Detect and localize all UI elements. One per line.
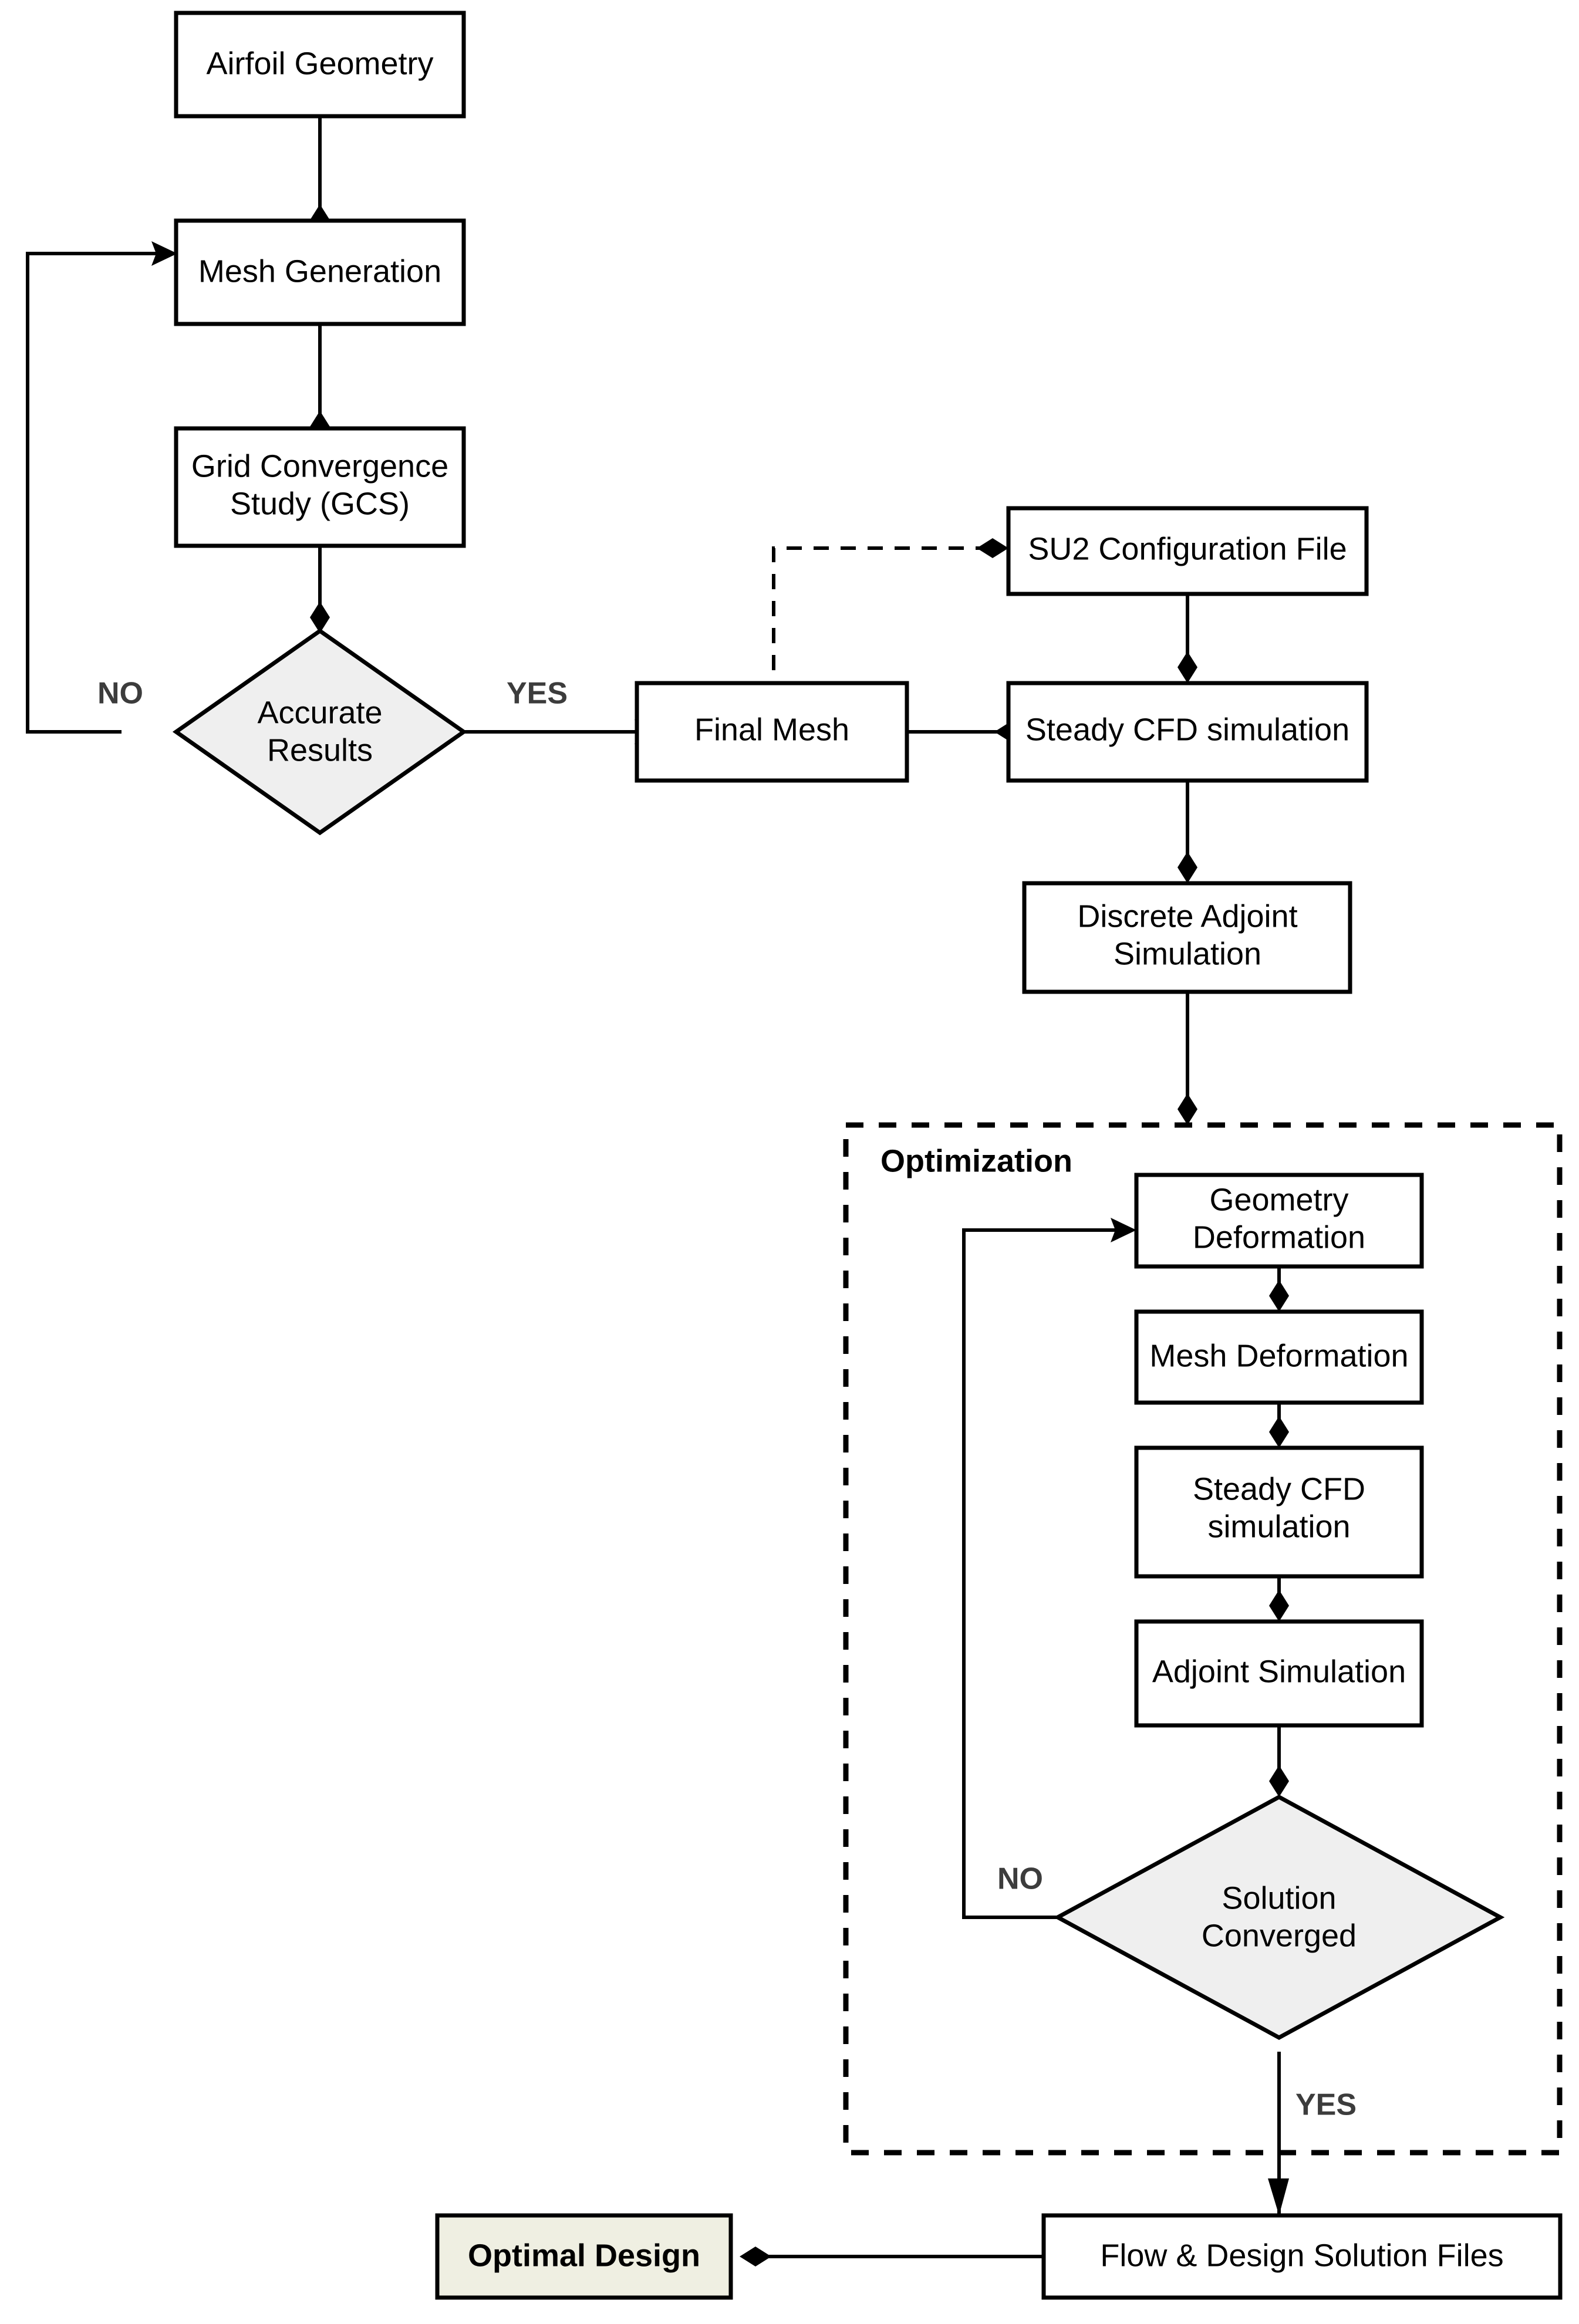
node-mesh-generation-label: Mesh Generation <box>198 254 441 289</box>
node-flow-design-solution-files[interactable]: Flow & Design Solution Files <box>1041 2213 1563 2300</box>
node-final-mesh-label: Final Mesh <box>694 712 849 747</box>
node-accurate-results[interactable]: Accurate Results <box>172 628 468 836</box>
node-accurate-results-label-line2: Results <box>267 732 373 768</box>
node-accurate-results-label-line1: Accurate <box>257 695 382 730</box>
edge-mesh-to-gcs <box>310 324 330 442</box>
node-geometry-deformation-label-line2: Deformation <box>1193 1220 1365 1255</box>
node-mesh-deformation-label: Mesh Deformation <box>1149 1338 1408 1373</box>
node-grid-convergence-study-label-line2: Study (GCS) <box>230 486 410 521</box>
edge-discrete-adjoint-to-optimization <box>1177 992 1197 1125</box>
edge-converged-yes-to-flow-files <box>1268 2052 1289 2215</box>
edge-converged-no-loop <box>962 1218 1136 1919</box>
node-su2-configuration-file[interactable]: SU2 Configuration File <box>1006 506 1369 596</box>
node-steady-cfd-simulation-label: Steady CFD simulation <box>1025 712 1349 747</box>
node-geometry-deformation-label-line1: Geometry <box>1209 1182 1348 1217</box>
node-mesh-deformation[interactable]: Mesh Deformation <box>1134 1309 1424 1405</box>
node-grid-convergence-study[interactable]: Grid Convergence Study (GCS) <box>174 426 466 548</box>
edge-su2-config-to-steady-cfd <box>1177 594 1197 683</box>
edge-label-converged-yes: YES <box>1295 2088 1357 2122</box>
node-solution-converged-label-line1: Solution <box>1222 1880 1336 1916</box>
node-final-mesh[interactable]: Final Mesh <box>635 681 909 783</box>
node-flow-design-solution-files-label: Flow & Design Solution Files <box>1100 2238 1503 2273</box>
edge-airfoil-to-mesh <box>310 116 330 236</box>
edge-steady-cfd-to-discrete-adjoint <box>1177 781 1197 883</box>
node-airfoil-geometry[interactable]: Airfoil Geometry <box>174 11 466 119</box>
edge-label-accurate-yes: YES <box>507 677 568 711</box>
node-opt-steady-cfd-simulation-label-line1: Steady CFD <box>1193 1471 1365 1506</box>
edge-gcs-to-accurate <box>310 546 330 633</box>
edge-accurate-no-loop <box>26 241 177 734</box>
edge-flow-files-to-optimal-design <box>740 2247 1044 2266</box>
node-optimal-design-label: Optimal Design <box>468 2238 700 2273</box>
node-discrete-adjoint-simulation[interactable]: Discrete Adjoint Simulation <box>1022 881 1352 994</box>
node-opt-steady-cfd-simulation[interactable]: Steady CFD simulation <box>1134 1445 1424 1579</box>
node-airfoil-geometry-label: Airfoil Geometry <box>206 46 433 81</box>
node-optimal-design[interactable]: Optimal Design <box>435 2213 733 2300</box>
node-su2-configuration-file-label: SU2 Configuration File <box>1028 531 1347 566</box>
node-grid-convergence-study-label-line1: Grid Convergence <box>191 448 448 484</box>
node-mesh-generation[interactable]: Mesh Generation <box>174 218 466 326</box>
node-solution-converged[interactable]: Solution Converged <box>1053 1795 1505 2040</box>
node-steady-cfd-simulation[interactable]: Steady CFD simulation <box>1006 681 1369 783</box>
edge-mesh-deformation-to-opt-cfd <box>1269 1403 1289 1448</box>
node-discrete-adjoint-simulation-label-line1: Discrete Adjoint <box>1077 898 1297 934</box>
edge-adjoint-to-converged <box>1269 1725 1289 1797</box>
node-solution-converged-label-line2: Converged <box>1202 1918 1357 1953</box>
edge-su2-config-dashed-to-final-mesh <box>772 538 1008 683</box>
node-opt-steady-cfd-simulation-label-line2: simulation <box>1207 1509 1350 1544</box>
node-adjoint-simulation[interactable]: Adjoint Simulation <box>1134 1619 1424 1728</box>
optimization-group-label: Optimization <box>880 1143 1072 1178</box>
node-adjoint-simulation-label: Adjoint Simulation <box>1152 1654 1406 1689</box>
edge-opt-cfd-to-adjoint <box>1269 1576 1289 1622</box>
node-discrete-adjoint-simulation-label-line2: Simulation <box>1114 936 1261 971</box>
edge-geometry-to-mesh-deformation <box>1269 1266 1289 1312</box>
edge-label-converged-no: NO <box>997 1862 1043 1896</box>
edge-label-accurate-no: NO <box>97 677 143 711</box>
node-geometry-deformation[interactable]: Geometry Deformation <box>1134 1173 1424 1269</box>
optimization-group: Optimization <box>843 1122 1563 2156</box>
